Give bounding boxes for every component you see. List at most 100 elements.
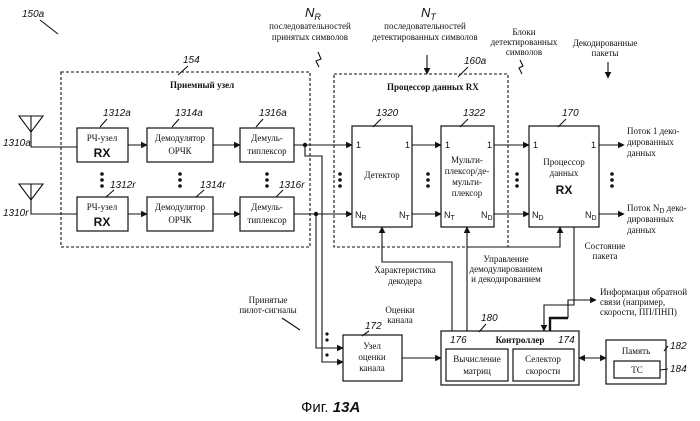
controller-ref: 180 [481,313,498,324]
rf-unit-bottom-ref: 1312r [110,180,136,191]
demultiplexer-bottom-ref: 1316r [279,180,305,191]
controller-label: Контроллер [496,335,545,345]
demodulator-top-line1: Демодулятор [155,133,206,143]
receiver-node-label: Приемный узел [170,80,234,90]
rf-unit-top-ref-leader [100,119,107,127]
blocks-leader [519,60,523,74]
figure-caption: Фиг. 13A [301,399,360,416]
antenna-top-ref: 1310a [3,138,31,149]
decoded-label-line2: пакеты [592,48,619,58]
receiver-node-ref-leader [178,66,188,75]
memory-ref: 182 [670,341,687,352]
receiver-node-ref: 154 [183,55,200,66]
channel-estimator-line1: Узел [363,341,381,351]
mux-line4: плексор [452,188,483,198]
output-stream1-line2: дированных [627,137,674,147]
rf-unit-bottom-label: РЧ-узел [87,202,118,212]
pilot-path-bottom [316,214,343,348]
matrix-calc-line1: Вычисление [453,354,501,364]
pilot-label-line1: Принятые [249,295,288,305]
rate-selector-line2: скорости [526,366,561,376]
nr-leader [316,52,321,67]
demodulator-bottom-ref: 1314r [200,180,226,191]
demodulator-top-ref: 1314a [175,108,203,119]
matrix-calc-ref: 176 [450,335,467,346]
ts-label: ТС [631,365,643,375]
rx-data-proc-ref: 170 [562,108,579,119]
blocks-label-line2: детектированных [491,37,558,47]
feedback-bus [550,318,568,331]
output-stream1-line3: данных [627,148,656,158]
detector-out-top: 1 [405,140,410,150]
channel-est-label-line2: канала [387,315,413,325]
packet-state-line2: пакета [593,251,618,261]
rate-selector-line1: Селектор [525,354,561,364]
rf-unit-top-sub: RX [94,146,111,160]
pilot-label-line2: пилот-сигналы [239,305,296,315]
nr-symbol: NR [305,5,321,22]
mux-out-top: 1 [487,140,492,150]
packet-state-arrow [544,227,574,331]
blocks-label-line1: Блоки [512,27,535,37]
figure-ref-leader [40,20,58,34]
mux-in-top: 1 [445,140,450,150]
control-label-line2: демодулированием [470,264,543,274]
control-label-line1: Управление [483,254,528,264]
rx-data-proc-line2: данных [550,168,579,178]
control-to-proc [467,227,560,247]
memory-label: Память [622,346,650,356]
rx-data-proc-line1: Процессор [543,157,585,167]
mux-line1: Мульти- [451,155,483,165]
rf-unit-top-ref: 1312a [103,108,131,119]
demodulator-bottom-line1: Демодулятор [155,202,206,212]
demodulator-bottom-ref-leader [196,190,204,197]
output-streamN-line2: дированных [627,214,674,224]
matrix-calc-line2: матриц [463,366,491,376]
ts-ref: 184 [670,364,687,375]
control-label-line3: и декодированием [471,274,541,284]
nr-label-line1: последовательностей [269,21,351,31]
antenna-bottom-ref: 1310r [3,208,29,219]
channel-est-label-line1: Оценки [385,305,414,315]
output-streamN-line3: данных [627,225,656,235]
packet-state-line1: Состояние [585,241,626,251]
rx-data-proc-out-top: 1 [591,140,596,150]
channel-estimator-ref: 172 [365,321,382,332]
output-stream1-line1: Поток 1 деко- [627,126,680,136]
rf-unit-top-label: РЧ-узел [87,133,118,143]
demultiplexer-top-line1: Демуль- [251,133,283,143]
figure-ref: 150a [22,9,45,20]
demultiplexer-top-ref-leader [256,119,263,127]
pilot-dot-3 [325,353,328,356]
rf-unit-bottom-sub: RX [94,215,111,229]
demultiplexer-bottom-line1: Демуль- [251,202,283,212]
feedback-line3: скорости, ПП/ПНП) [600,307,677,317]
rx-processor-ref: 160a [464,56,487,67]
demodulator-top-line2: ОРЧК [168,146,192,156]
detector-in-top: 1 [356,140,361,150]
nt-symbol: NT [421,5,437,22]
rf-unit-bottom-ref-leader [106,190,114,197]
detector-label: Детектор [364,170,400,180]
demodulator-top-ref-leader [172,119,179,127]
rx-data-proc-sub: RX [556,183,573,197]
decoder-char-line1: Характеристика [374,265,435,275]
rate-selector-ref: 174 [558,335,575,346]
rx-processor-ref-leader [458,67,468,77]
nt-label-line1: последовательностей [384,21,466,31]
mux-ref: 1322 [463,108,486,119]
detector-ref: 1320 [376,108,399,119]
decoder-char-line2: декодера [388,276,422,286]
blocks-label-line3: символов [506,47,542,57]
feedback-line2: связи (например, [600,297,665,307]
feedback-arrow [568,300,596,318]
channel-estimator-line3: канала [359,363,385,373]
channel-estimator-line2: оценки [358,352,386,362]
nr-label-line2: принятых символов [272,32,348,42]
demultiplexer-top-ref: 1316a [259,108,287,119]
mux-line3: мульти- [452,177,482,187]
rx-processor-label: Процессор данных RX [387,82,479,92]
pilot-dot-1 [325,332,328,335]
nt-label-line2: детектированных символов [372,32,477,42]
